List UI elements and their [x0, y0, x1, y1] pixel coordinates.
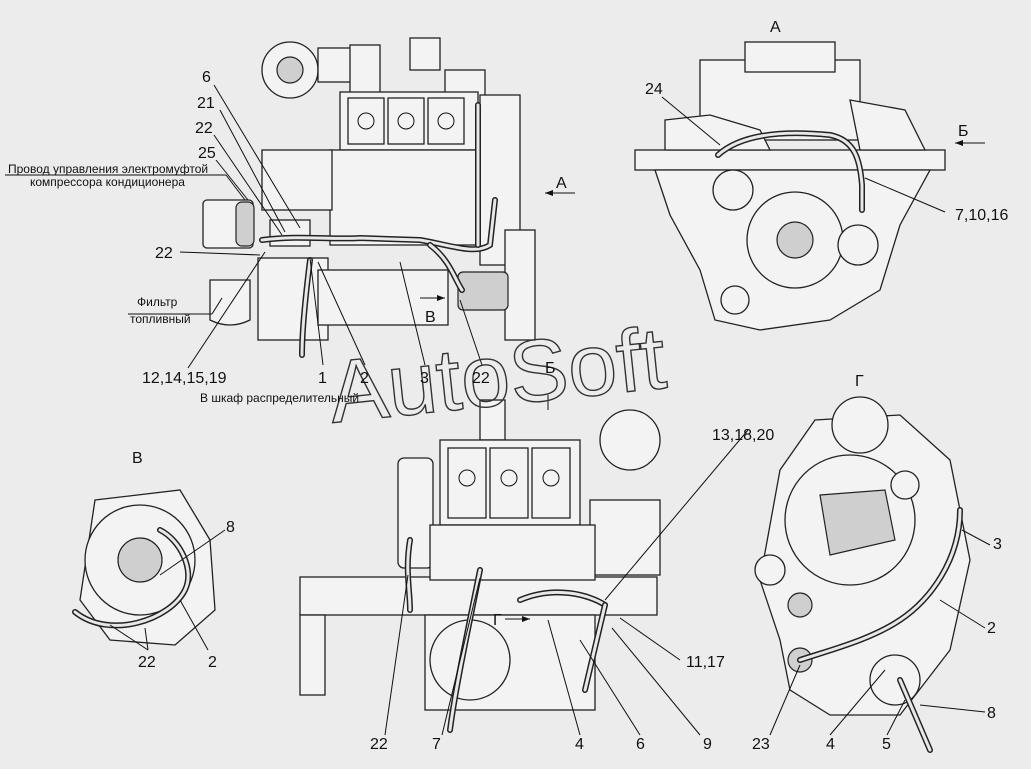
arrow-g-label: Г — [493, 612, 502, 629]
view-v — [72, 489, 226, 651]
callout-25: 25 — [198, 145, 216, 162]
callout-2-g: 2 — [987, 620, 996, 637]
callout-4-bottom: 4 — [575, 736, 584, 753]
callout-4-g: 4 — [826, 736, 835, 753]
labels: 6 21 22 25 Провод управления электромуфт… — [8, 19, 1008, 753]
note-to-cabinet: В шкаф распределительный — [200, 391, 359, 405]
callout-11-17: 11,17 — [686, 654, 725, 671]
view-v-title: В — [132, 450, 143, 467]
view-a-title: А — [770, 19, 781, 36]
callout-7-bottom: 7 — [432, 736, 441, 753]
callout-13-18-20: 13,18,20 — [712, 427, 774, 444]
callout-22-a: 22 — [195, 120, 213, 137]
callout-5: 5 — [882, 736, 891, 753]
callout-6-top: 6 — [202, 69, 211, 86]
note-fuel-filter-line2: топливный — [130, 312, 191, 326]
callout-22-v: 22 — [138, 654, 156, 671]
note-ac-clutch-line2: компрессора кондиционера — [30, 175, 185, 189]
note-fuel-filter-line1: Фильтр — [137, 295, 178, 309]
callout-22-b: 22 — [155, 245, 173, 262]
callout-7-10-16: 7,10,16 — [955, 207, 1008, 224]
arrow-b-label: Б — [958, 123, 969, 140]
view-g — [754, 396, 991, 753]
callout-24: 24 — [645, 81, 663, 98]
callout-8-g: 8 — [987, 705, 996, 722]
callout-9: 9 — [703, 736, 712, 753]
note-ac-clutch-line1: Провод управления электромуфтой — [8, 162, 208, 176]
view-a — [634, 41, 985, 331]
callout-12-14-15-19: 12,14,15,19 — [142, 370, 227, 387]
callout-2-main: 2 — [360, 370, 369, 387]
view-g-title: Г — [855, 373, 864, 390]
bottom-engine-view — [299, 395, 749, 736]
callout-23: 23 — [752, 736, 770, 753]
callout-1: 1 — [318, 370, 327, 387]
callout-3: 3 — [420, 370, 429, 387]
callout-2-v: 2 — [208, 654, 217, 671]
callout-22-bottom: 22 — [370, 736, 388, 753]
callout-8-v: 8 — [226, 519, 235, 536]
main-engine-view — [202, 37, 536, 358]
main-view-leaders — [5, 84, 575, 369]
callout-6-bottom: 6 — [636, 736, 645, 753]
callout-21: 21 — [197, 95, 215, 112]
view-b-marker: Б — [545, 360, 556, 377]
arrow-v-label: В — [425, 309, 436, 326]
arrow-a-label: А — [556, 175, 567, 192]
callout-3-g: 3 — [993, 536, 1002, 553]
callout-22-c: 22 — [472, 370, 490, 387]
